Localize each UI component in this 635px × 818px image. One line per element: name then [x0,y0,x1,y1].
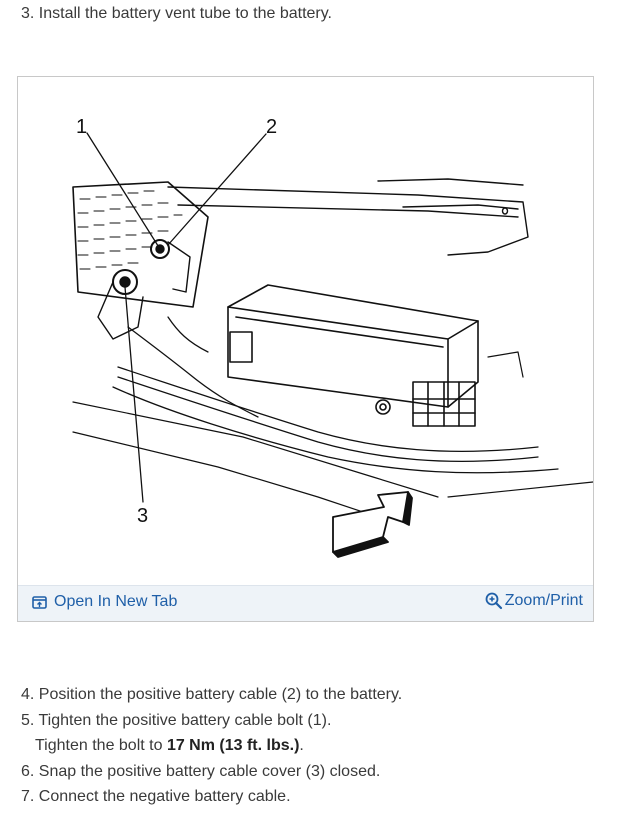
callout-2: 2 [266,116,277,138]
figure-card: 1 2 3 Open In New Tab Zoom/Print [17,76,594,622]
torque-spec-value: 17 Nm (13 ft. lbs.) [166,737,300,754]
callout-1: 1 [76,116,87,138]
battery-drawing [227,284,479,427]
zoom-print-link[interactable]: Zoom/Print [484,591,583,611]
callout-3: 3 [137,505,148,527]
figure-toolbar: Open In New Tab Zoom/Print [18,585,593,621]
magnifier-plus-icon [485,592,502,610]
open-in-new-tab-label: Open In New Tab [54,593,178,610]
front-direction-arrow [332,491,413,558]
zoom-print-label: Zoom/Print [504,592,583,609]
steps-list: 4. Position the positive battery cable (… [21,685,402,813]
step-6-text: 6. Snap the positive battery cable cover… [21,762,381,780]
step-7-text: 7. Connect the negative battery cable. [21,788,291,805]
battery-terminal-bolt-drawing [150,239,191,293]
cable-cover-drawing [97,269,144,340]
step-5-torque-spec: Tighten the bolt to 17 Nm (13 ft. lbs.). [21,736,402,762]
torque-spec-prefix: Tighten the bolt to [35,737,167,754]
open-in-new-tab-icon [32,595,47,609]
step-4-text: 4. Position the positive battery cable (… [21,686,403,703]
torque-spec-suffix: . [299,737,304,754]
fuse-block-drawing [72,181,209,308]
step-3-text: 3. Install the battery vent tube to the … [21,5,332,22]
step-5-text: 5. Tighten the positive battery cable bo… [21,711,332,729]
open-in-new-tab-link[interactable]: Open In New Tab [32,593,177,611]
battery-diagram: 1 2 3 [18,77,593,585]
